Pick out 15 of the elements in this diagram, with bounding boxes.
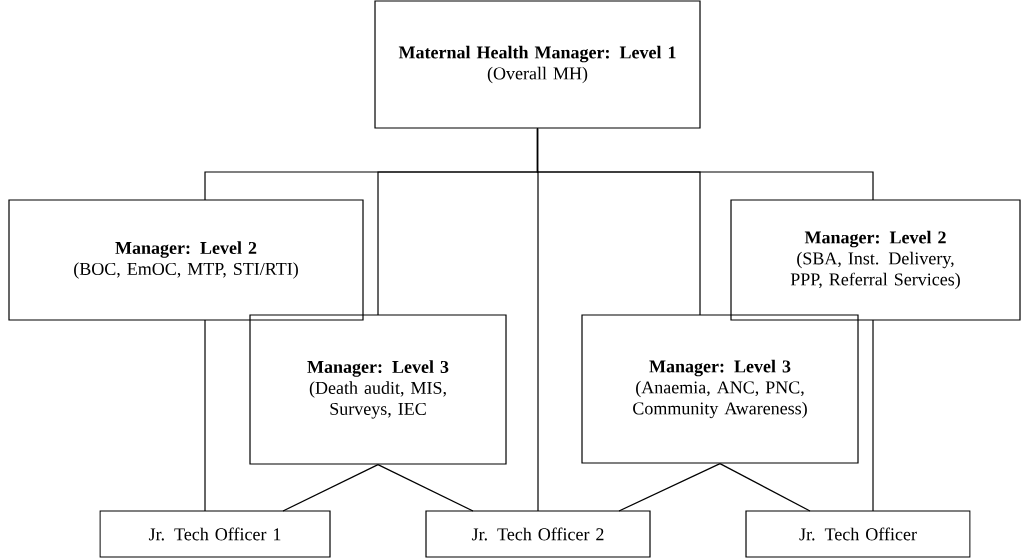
officer-box: Jr. Tech Officer 2 — [425, 510, 651, 558]
officer-box: Jr. Tech Officer — [745, 510, 971, 558]
connector-line — [282, 464, 379, 512]
manager-box: Maternal Health Manager: Level 1 (Overall MH) — [374, 0, 701, 129]
connector-line — [618, 463, 721, 512]
manager-box: Manager: Level 2 (SBA, Inst. Delivery, PPP, Referral Services) — [730, 199, 1021, 321]
manager-box: Manager: Level 3 (Death audit, MIS, Surveys, IEC — [249, 314, 507, 465]
connector-line — [719, 463, 811, 512]
connector-line — [204, 319, 206, 512]
connector-line — [536, 128, 874, 201]
connector-line — [872, 319, 874, 512]
manager-box: Manager: Level 2 (BOC, EmOC, MTP, STI/RTI) — [8, 199, 364, 321]
officer-box: Jr. Tech Officer 1 — [99, 510, 331, 558]
connector-line — [377, 464, 474, 512]
manager-box: Manager: Level 3 (Anaemia, ANC, PNC, Community Awareness) — [581, 314, 859, 464]
